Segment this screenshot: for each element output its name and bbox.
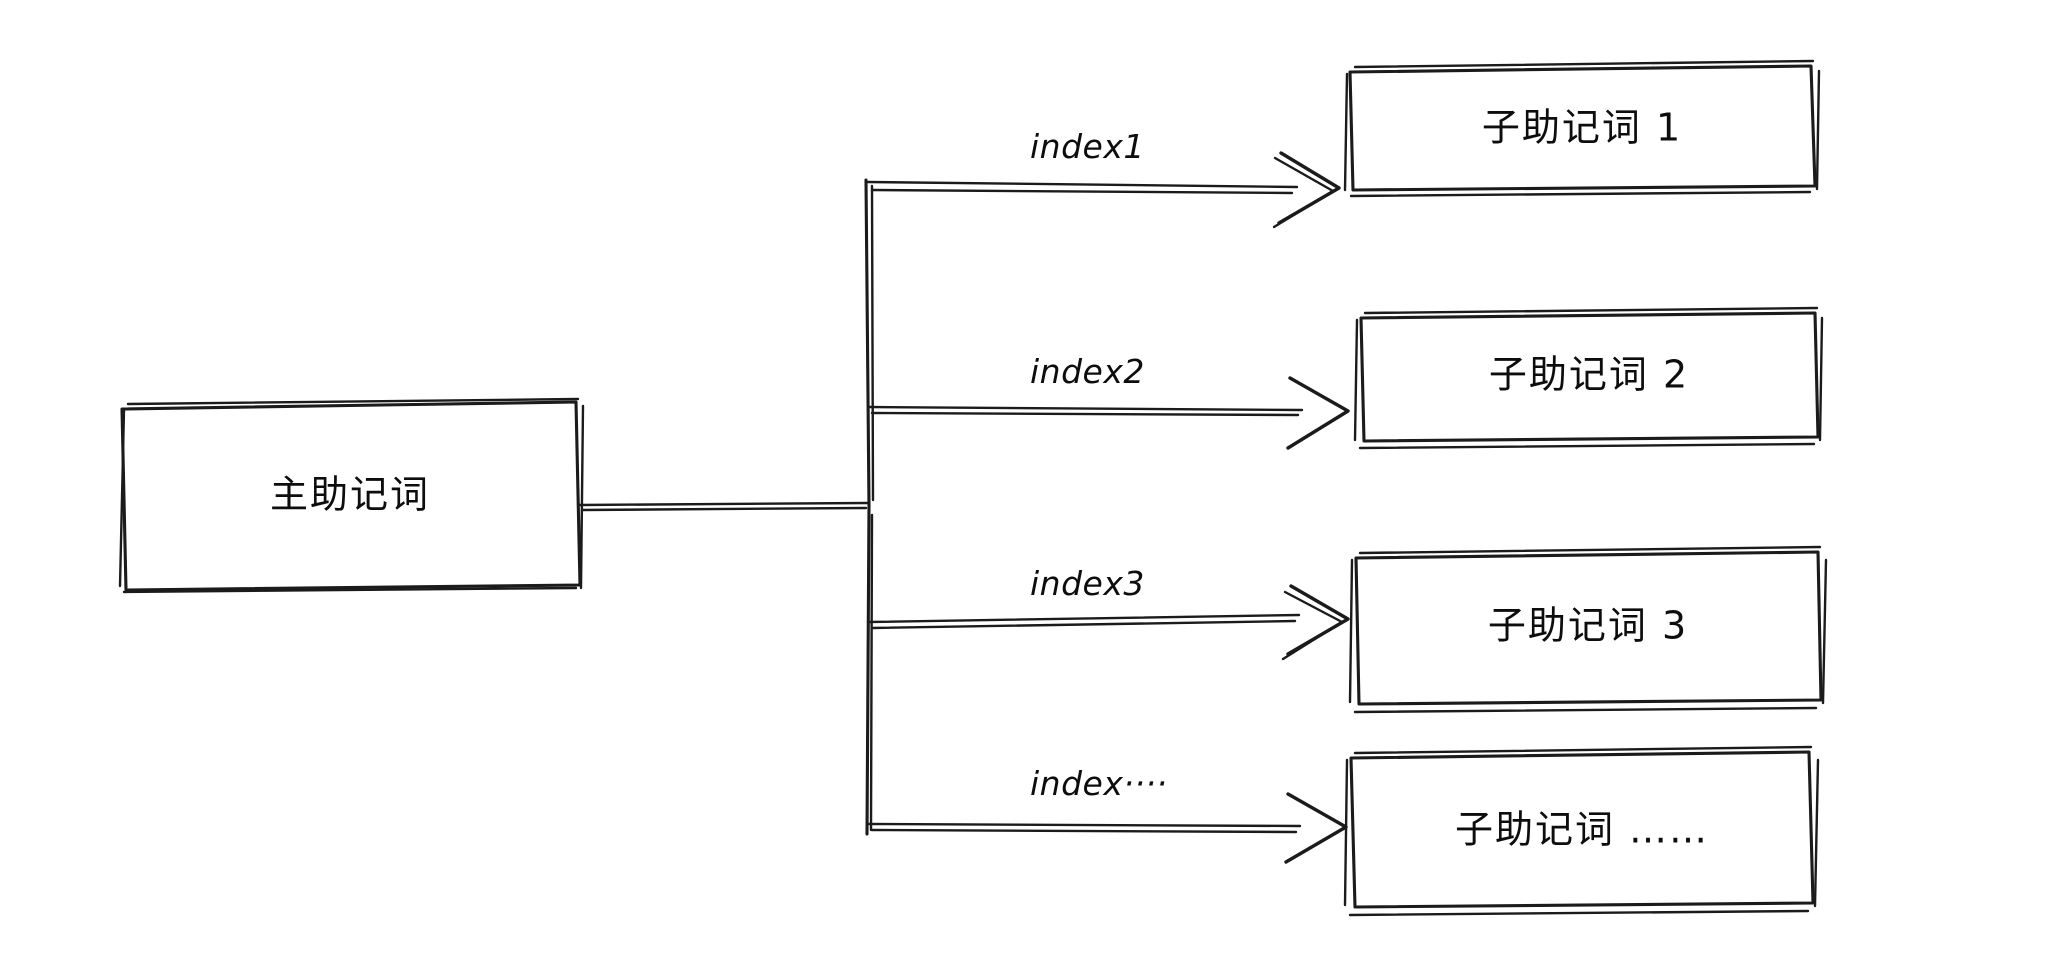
branch-3-line xyxy=(866,613,1301,624)
sub-3-box-outline-secondary xyxy=(1348,545,1828,714)
trunk-line xyxy=(864,178,871,836)
node-sub-mnemonic-3[interactable]: 子助记词 3 xyxy=(1348,545,1828,714)
sub-4-box-outline xyxy=(1349,750,1815,909)
branch-1-arrowhead-secondary xyxy=(1272,156,1335,229)
branch-3: index3 xyxy=(866,564,1350,661)
connector-root-to-trunk xyxy=(578,501,870,512)
sub-1-box-outline-secondary xyxy=(1343,59,1821,198)
branch-4-arrowhead xyxy=(1284,792,1348,864)
branch-1-line-secondary xyxy=(870,188,1294,195)
branch-4: index···· xyxy=(866,764,1348,864)
branch-1-line xyxy=(866,180,1299,189)
branch-4-line-secondary xyxy=(870,828,1298,834)
branch-3-line-secondary xyxy=(870,619,1297,630)
node-sub-mnemonic-1[interactable]: 子助记词 1 xyxy=(1343,59,1821,198)
branch-2: index2 xyxy=(866,352,1350,450)
sub-2-box-outline-secondary xyxy=(1353,306,1824,450)
sub-4-node-label: 子助记词 …… xyxy=(1455,808,1709,852)
branch-2-line-secondary xyxy=(870,411,1300,417)
branch-2-edge-label: index2 xyxy=(1030,352,1145,391)
stem-line xyxy=(578,501,870,507)
trunk-vertical-line xyxy=(864,178,875,836)
branch-4-edge-label: index···· xyxy=(1030,764,1167,803)
sub-4-box-outline-secondary xyxy=(1343,745,1820,917)
sub-1-node-label: 子助记词 1 xyxy=(1482,106,1682,150)
trunk-line-secondary xyxy=(869,184,875,832)
node-sub-mnemonic-4[interactable]: 子助记词 …… xyxy=(1343,745,1820,917)
branch-1-edge-label: index1 xyxy=(1030,127,1145,166)
node-sub-mnemonic-2[interactable]: 子助记词 2 xyxy=(1353,306,1824,450)
branch-2-line xyxy=(866,405,1304,412)
root-node-label: 主助记词 xyxy=(270,473,430,517)
root-box-outline-secondary xyxy=(118,397,585,594)
stem-line-secondary xyxy=(580,506,868,512)
sub-2-node-label: 子助记词 2 xyxy=(1489,353,1689,397)
node-root-mnemonic[interactable]: 主助记词 xyxy=(118,397,585,594)
branch-1: index1 xyxy=(866,127,1341,229)
branch-4-line xyxy=(866,822,1302,828)
branch-3-arrowhead-secondary xyxy=(1281,590,1344,661)
branch-2-arrowhead xyxy=(1286,376,1350,450)
sub-3-node-label: 子助记词 3 xyxy=(1488,604,1688,648)
sub-2-box-outline xyxy=(1359,311,1820,443)
branch-3-edge-label: index3 xyxy=(1030,564,1145,603)
sub-1-box-outline xyxy=(1348,64,1817,192)
sub-3-box-outline xyxy=(1354,550,1823,706)
